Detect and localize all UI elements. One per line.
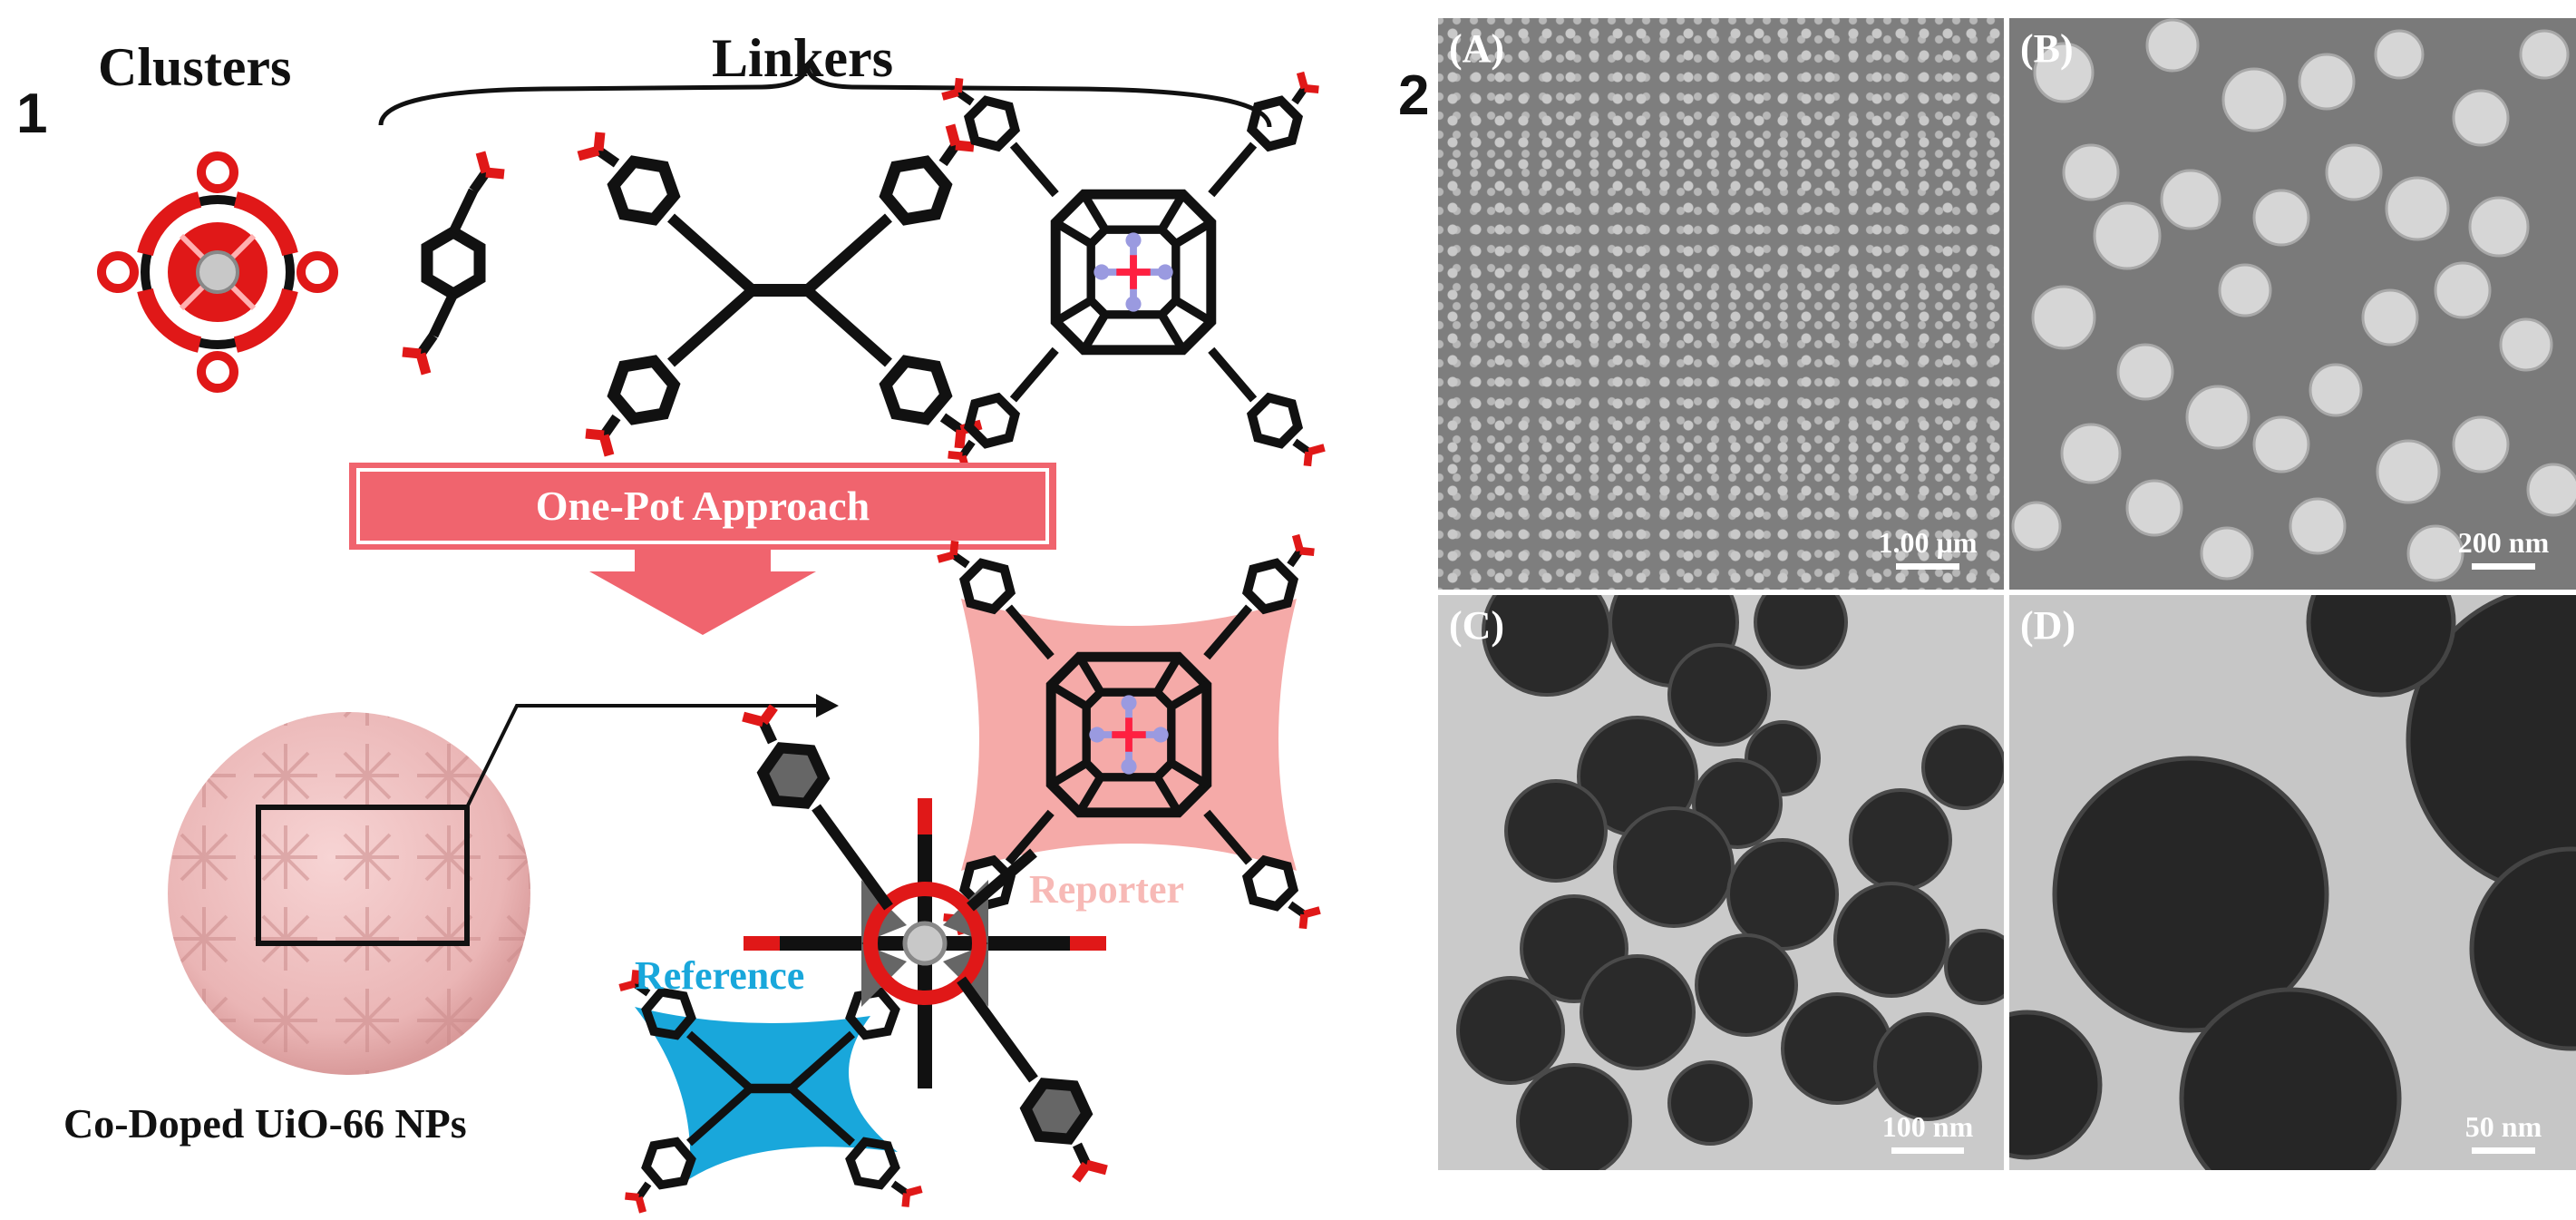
bdc-linker-icon [403, 152, 504, 374]
schematic-drawing [97, 63, 1378, 1215]
approach-label: One-Pot Approach [535, 483, 870, 529]
scale-bar-b: 200 nm [2440, 526, 2567, 570]
nanoparticle-sphere [168, 694, 839, 1075]
scale-text-c: 100 nm [1881, 1110, 1974, 1143]
reference-label: Reference [635, 953, 805, 998]
scale-text-d: 50 nm [2464, 1110, 2542, 1143]
sem-image-b: (B) 200 nm [2009, 18, 2576, 590]
reporter-linker-icon [938, 535, 1319, 934]
linkers-brace [378, 63, 1272, 128]
panel-number-2: 2 [1398, 64, 1430, 127]
microscopy-panel: 2 (A) 1.00 µm (B) [1378, 0, 2576, 1215]
sem-image-a: (A) 1.00 µm [1438, 18, 2004, 590]
tem-image-c: (C) 100 nm [1438, 595, 2004, 1170]
porphyrin-linker-icon [942, 73, 1324, 472]
scale-text-b: 200 nm [2457, 526, 2550, 559]
scale-bar-c: 100 nm [1864, 1110, 1991, 1154]
scale-text-a: 1.00 µm [1878, 526, 1978, 559]
tetraphenyl-linker-icon [578, 125, 981, 455]
panel-label-a: (A) [1449, 26, 1505, 71]
one-pot-approach-banner [349, 463, 1056, 635]
scale-bar-a: 1.00 µm [1864, 526, 1991, 570]
panel-number-1: 1 [16, 83, 48, 145]
panel-label-c: (C) [1449, 603, 1505, 648]
scale-bar-d: 50 nm [2445, 1110, 2562, 1154]
reference-linker-icon [620, 971, 922, 1213]
reporter-label: Reporter [1029, 867, 1185, 912]
nanoparticles-label: Co-Doped UiO-66 NPs [63, 1100, 467, 1147]
panel-label-d: (D) [2020, 603, 2076, 648]
central-cluster-icon [740, 697, 1111, 1191]
clusters-label: Clusters [98, 37, 292, 97]
schematic-panel: 1 Clusters Linkers One-Pot Approach Repo… [16, 28, 1378, 1215]
linkers-label: Linkers [712, 28, 894, 88]
panel-label-b: (B) [2020, 26, 2074, 71]
zr-cluster-icon [97, 151, 338, 393]
tem-image-d: (D) 50 nm [2009, 595, 2576, 1170]
